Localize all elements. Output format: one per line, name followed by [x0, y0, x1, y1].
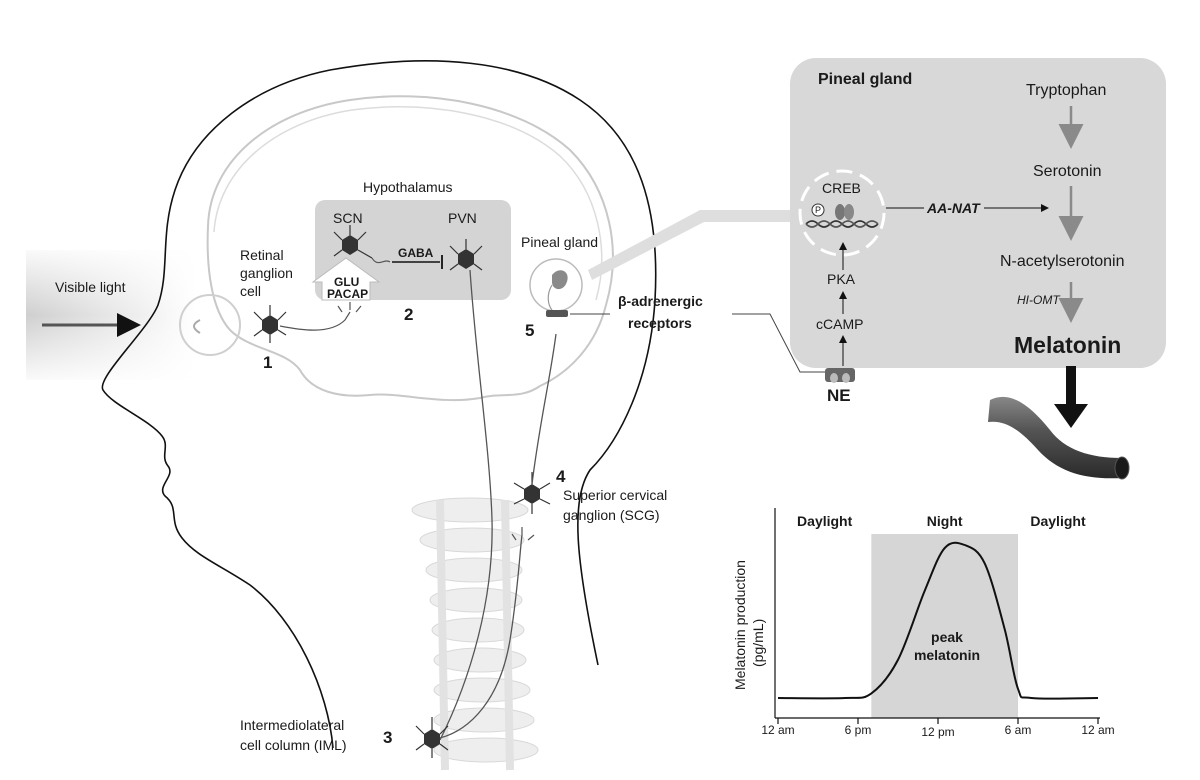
step-3: 3 [383, 728, 392, 747]
pvn-neuron [449, 239, 483, 271]
hiomt-label: HI-OMT [1017, 293, 1061, 307]
retinal-label-2: ganglion [240, 265, 293, 281]
creb-protein-right [844, 204, 854, 220]
x-tick-label-1: 6 pm [845, 723, 872, 737]
retinal-ganglion-neuron [253, 305, 287, 343]
pathway-melatonin: Melatonin [1014, 332, 1121, 358]
chart-ylabel-1: Melatonin production [732, 560, 748, 690]
head-outline [101, 60, 657, 749]
melatonin-curve [777, 541, 1099, 700]
dna-strand-2 [805, 220, 879, 228]
eye-lens [193, 319, 201, 334]
release-arrow-shaft [1066, 366, 1076, 406]
beta-receptors-line1: β-adrenergic [618, 293, 703, 309]
ne-receptor-sub-1 [830, 373, 838, 383]
scn-label: SCN [333, 210, 363, 226]
pathway-nas: N-acetylserotonin [1000, 253, 1125, 270]
blood-vessel [988, 396, 1122, 479]
ne-receptor-sub-2 [842, 373, 850, 383]
light-beam-fade [26, 250, 196, 380]
ne-receptor [825, 368, 855, 382]
pineal-small-receptor [546, 310, 568, 317]
step-2: 2 [404, 305, 413, 324]
phospho-label: P [815, 205, 821, 215]
melatonin-chart: 12 am 6 pm 12 pm 6 am 12 am Daylight Night Day… [732, 508, 1115, 739]
peak-label-2: melatonin [914, 647, 980, 663]
spine [411, 497, 539, 763]
brain-fold [213, 106, 603, 301]
pineal-small-stalk [547, 284, 553, 311]
iml-to-scg-axon [439, 534, 523, 739]
ne-label: NE [827, 386, 851, 405]
step-5: 5 [525, 321, 534, 340]
scn-neuron [333, 225, 373, 259]
creb-protein-left [835, 204, 845, 220]
iml-label-2: cell column (IML) [240, 737, 347, 753]
pathway-tryptophan: Tryptophan [1026, 82, 1106, 99]
aanat-label-bg [924, 200, 984, 216]
scg-to-pineal-axon [531, 333, 557, 485]
night-band [871, 534, 1018, 718]
gaba-label: GABA [398, 246, 434, 260]
peak-label-1: peak [931, 629, 963, 645]
step-1: 1 [263, 353, 272, 372]
pineal-panel-title: Pineal gland [818, 71, 912, 88]
pathway-serotonin: Serotonin [1033, 163, 1102, 180]
retinal-axon-terminal [337, 302, 362, 313]
pacap-label: PACAP [327, 287, 368, 301]
glu-label: GLU [334, 275, 359, 289]
pvn-to-iml-axon [439, 269, 493, 741]
region-label-night-1: Night [927, 513, 963, 529]
aanat-label: AA-NAT [926, 200, 981, 216]
iml-label-1: Intermediolateral [240, 717, 344, 733]
spinal-column [436, 499, 514, 771]
step-4: 4 [556, 467, 566, 486]
pvn-label: PVN [448, 210, 477, 226]
brain-outline [206, 95, 614, 402]
iml-neuron [415, 717, 449, 758]
beta-connector-right [732, 313, 826, 373]
region-label-daylight-2: Daylight [1030, 513, 1086, 529]
camp-label: cCAMP [816, 316, 863, 332]
region-label-daylight-0: Daylight [797, 513, 853, 529]
pka-label: PKA [827, 271, 856, 287]
scg-label-2: ganglion (SCG) [563, 507, 660, 523]
x-tick-label-3: 6 am [1005, 723, 1032, 737]
scg-label-1: Superior cervical [563, 487, 667, 503]
beta-receptors-line2: receptors [628, 315, 692, 331]
scg-neuron [513, 472, 551, 514]
pineal-small-body [552, 270, 568, 290]
retinal-label-1: Retinal [240, 247, 284, 263]
glu-pacap-arrow [311, 257, 381, 301]
scn-axon [371, 257, 391, 264]
blood-vessel-opening [1114, 456, 1130, 480]
pineal-small-label: Pineal gland [521, 234, 598, 250]
phospho-icon [811, 203, 825, 217]
retinal-axon [279, 311, 351, 331]
chart-ylabel-2: (pg/mL) [750, 619, 766, 667]
iml-axon-terminal [511, 527, 535, 541]
eye-outline [179, 294, 241, 356]
x-tick-label-4: 12 am [1081, 723, 1114, 737]
retinal-label-3: cell [240, 283, 261, 299]
release-arrow-head [1054, 404, 1088, 428]
visible-light-label: Visible light [55, 279, 126, 295]
pineal-zoom-connector [588, 210, 790, 280]
creb-label: CREB [822, 180, 861, 196]
x-tick-label-2: 12 pm [921, 725, 954, 739]
creb-nucleus-circle [798, 169, 886, 257]
x-tick-label-0: 12 am [761, 723, 794, 737]
hypothalamus-label: Hypothalamus [363, 179, 453, 195]
